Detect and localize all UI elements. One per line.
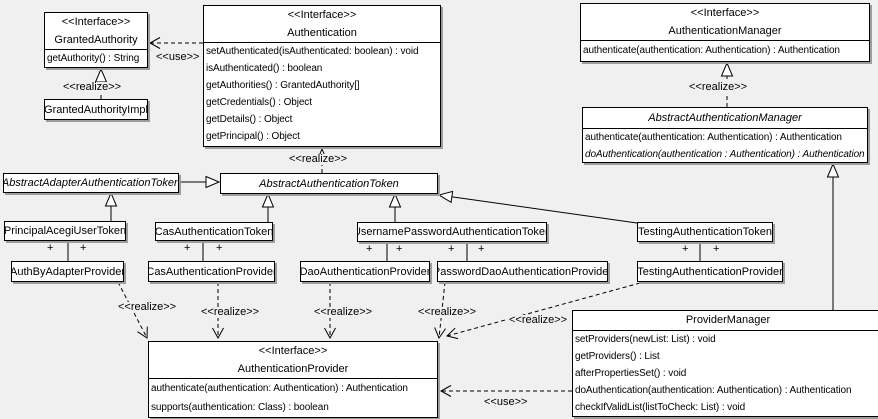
- edge-label-use: <<use>>: [483, 396, 529, 408]
- class-abstract-authentication-manager[interactable]: AbstractAuthenticationManager authentica…: [582, 107, 868, 163]
- class-granted-authority-impl[interactable]: GrantedAuthorityImpl: [44, 99, 148, 120]
- method: doAuthentication(authentication: Authent…: [575, 385, 852, 396]
- edge-gen-testingtoken: [437, 190, 638, 224]
- class-testing-authentication-token[interactable]: TestingAuthenticationToken: [637, 222, 773, 242]
- class-cas-authentication-provider[interactable]: CasAuthenticationProvider: [148, 261, 275, 282]
- class-username-password-authentication-token[interactable]: UsernamePasswordAuthenticationToken: [357, 222, 547, 242]
- class-abstract-authentication-token[interactable]: AbstractAuthenticationToken: [220, 173, 438, 194]
- stereotype-label: <<Interface>>: [690, 7, 760, 19]
- stereotype-label: <<Interface>>: [61, 16, 131, 28]
- class-abstract-adapter-authentication-token[interactable]: AbstractAdapterAuthenticationToken: [3, 173, 179, 193]
- method: isAuthenticated() : boolean: [206, 63, 323, 74]
- class-testing-authentication-provider[interactable]: TestingAuthenticationProvider: [637, 261, 783, 282]
- method: getPrincipal() : Object: [206, 131, 300, 142]
- edge-label-realize: <<realize>>: [117, 301, 178, 313]
- assoc-end-plus: +: [448, 243, 455, 255]
- method: getProviders() : List: [575, 351, 660, 362]
- class-cas-authentication-token[interactable]: CasAuthenticationToken: [155, 222, 273, 241]
- class-name: Authentication: [287, 27, 357, 39]
- stereotype-label: <<Interface>>: [287, 9, 357, 21]
- stereotype-label: <<Interface>>: [258, 345, 328, 357]
- edge-realize-testingauthenticationprovider: [445, 282, 641, 340]
- edge-label-realize: <<realize>>: [62, 81, 123, 93]
- class-auth-by-adapter-provider[interactable]: AuthByAdapterProvider: [11, 261, 124, 282]
- assoc-end-plus: +: [682, 243, 689, 255]
- edge-label-realize: <<realize>>: [688, 81, 749, 93]
- edge-label-realize: <<realize>>: [288, 153, 349, 165]
- edge-label-realize: <<realize>>: [313, 306, 374, 318]
- assoc-end-plus: +: [80, 242, 87, 254]
- class-name: AuthenticationProvider: [237, 363, 349, 375]
- method: getCredentials() : Object: [206, 97, 312, 108]
- method: getAuthority() : String: [47, 53, 140, 64]
- class-authentication-provider[interactable]: <<Interface>> AuthenticationProvider aut…: [148, 341, 438, 418]
- method: getAuthorities() : GrantedAuthority[]: [206, 80, 360, 91]
- method: setAuthenticated(isAuthenticated: boolea…: [206, 46, 419, 57]
- class-dao-authentication-provider[interactable]: DaoAuthenticationProvider: [300, 261, 430, 282]
- class-authentication-manager[interactable]: <<Interface>> AuthenticationManager auth…: [580, 3, 870, 62]
- assoc-end-plus: +: [216, 242, 223, 254]
- class-name: AbstractAuthenticationManager: [648, 112, 802, 124]
- class-principal-acegi-user-token[interactable]: PrincipalAcegiUserToken: [4, 221, 126, 241]
- method: supports(authentication: Class) : boolea…: [151, 402, 329, 413]
- assoc-end-plus: +: [396, 243, 403, 255]
- method: getDetails() : Object: [206, 114, 293, 125]
- class-password-dao-authentication-provider[interactable]: PasswordDaoAuthenticationProvider: [437, 261, 608, 282]
- edge-label-realize: <<realize>>: [200, 306, 261, 318]
- method: doAuthentication(authentication : Authen…: [585, 149, 865, 160]
- class-provider-manager[interactable]: ProviderManager setProviders(newList: Li…: [572, 310, 878, 417]
- method: authenticate(authentication: Authenticat…: [151, 383, 408, 394]
- assoc-end-plus: +: [478, 243, 485, 255]
- assoc-end-plus: +: [366, 243, 373, 255]
- edge-label-use: <<use>>: [155, 51, 201, 63]
- method: checkIfValidList(listToCheck: List) : vo…: [575, 402, 746, 413]
- method: authenticate(authentication: Authenticat…: [585, 132, 842, 143]
- assoc-end-plus: +: [184, 242, 191, 254]
- method: afterPropertiesSet() : void: [575, 368, 687, 379]
- edge-label-realize: <<realize>>: [508, 314, 569, 326]
- class-authentication[interactable]: <<Interface>> Authentication setAuthenti…: [203, 5, 441, 147]
- assoc-end-plus: +: [713, 243, 720, 255]
- edge-label-realize: <<realize>>: [417, 306, 478, 318]
- class-name: AuthenticationManager: [668, 25, 782, 37]
- method: authenticate(authentication: Authenticat…: [583, 45, 840, 56]
- class-name: GrantedAuthority: [54, 34, 138, 46]
- class-granted-authority[interactable]: <<Interface>> GrantedAuthority getAuthor…: [44, 12, 148, 68]
- method: setProviders(newList: List) : void: [575, 334, 716, 345]
- class-name: ProviderManager: [685, 314, 771, 326]
- assoc-end-plus: +: [47, 242, 54, 254]
